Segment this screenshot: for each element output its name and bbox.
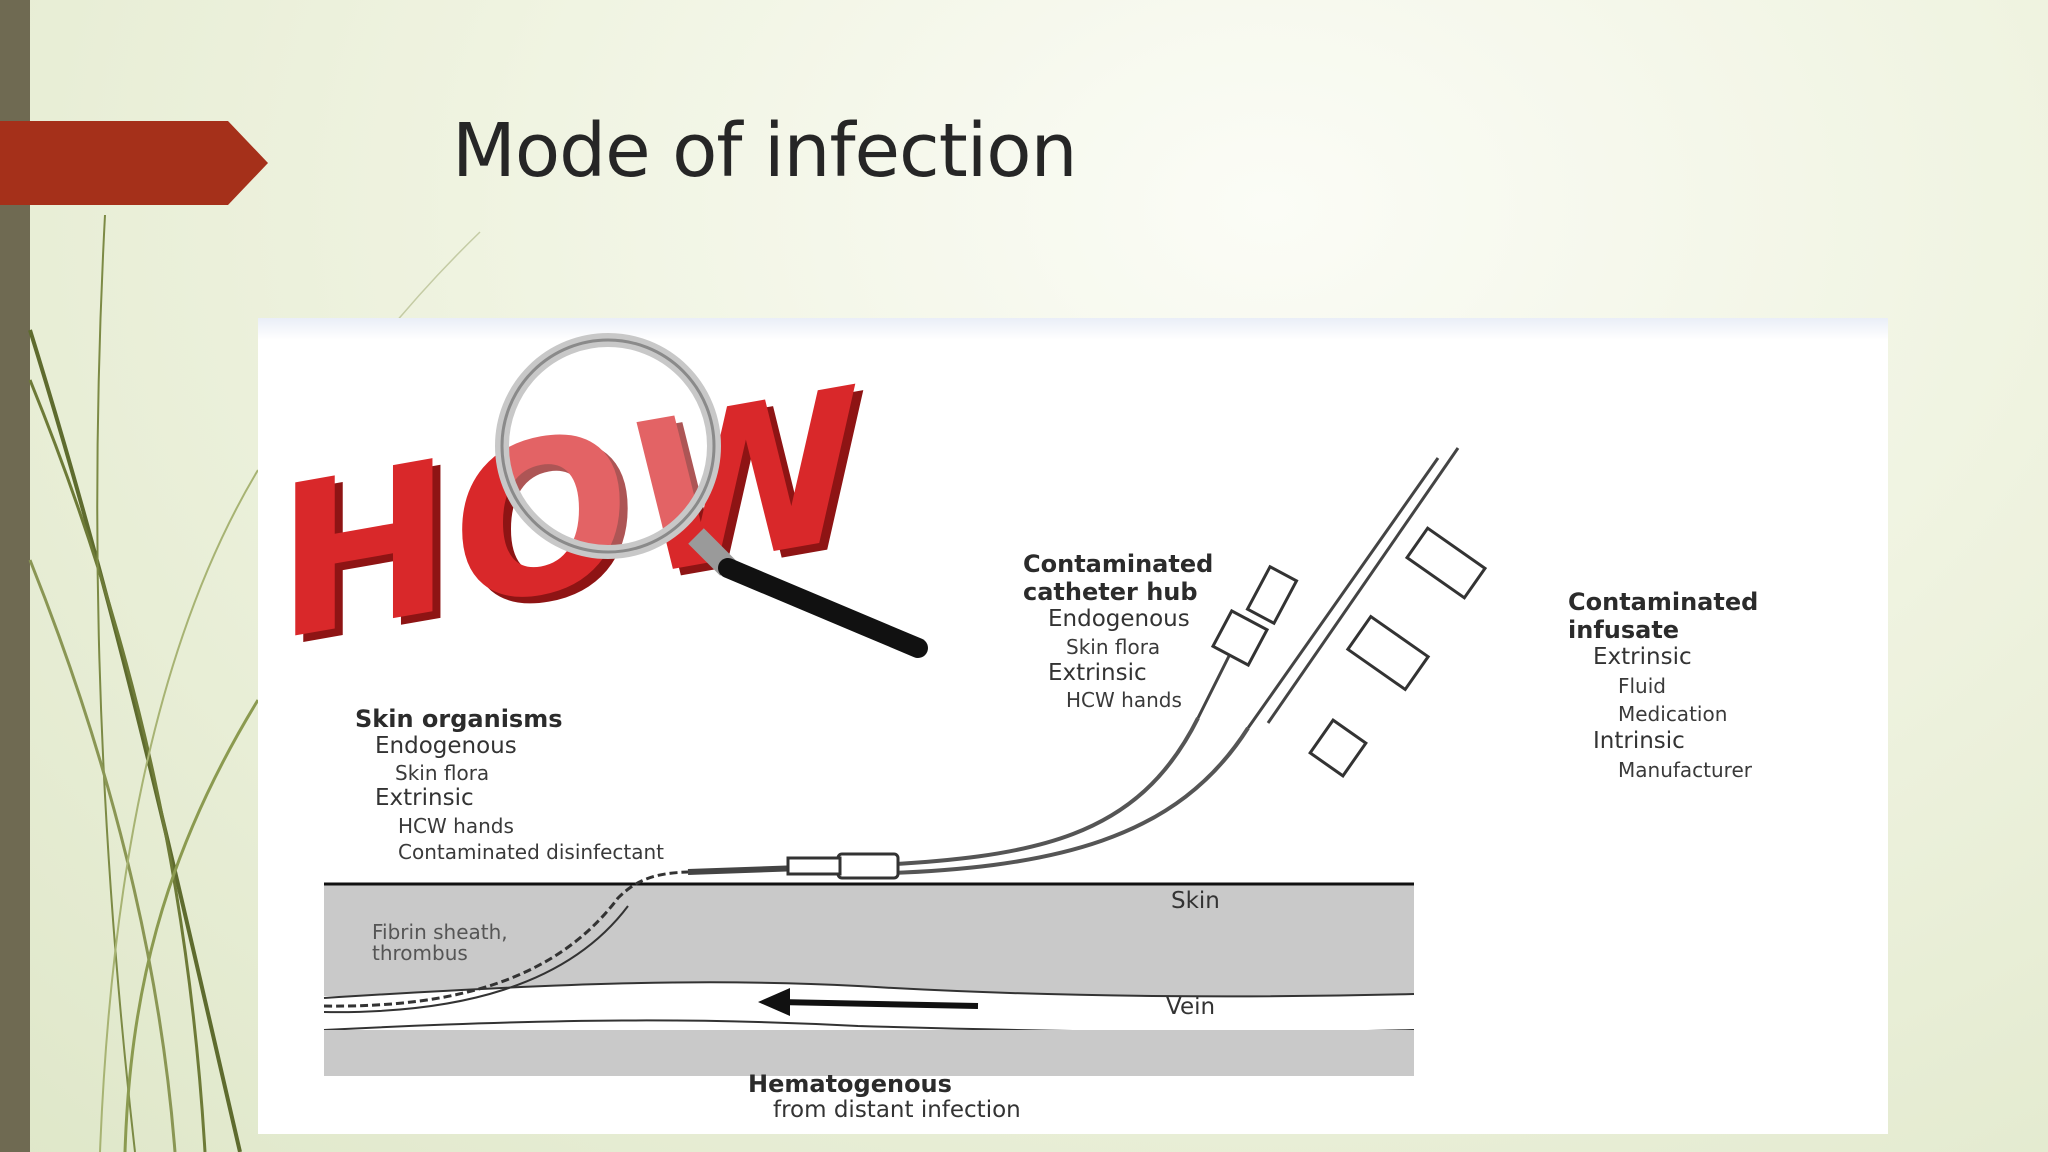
skin-organisms-extrinsic: Extrinsic xyxy=(375,785,474,811)
catheter-hub-heading-2: catheter hub xyxy=(1023,578,1198,606)
hematogenous-distant: from distant infection xyxy=(773,1097,1021,1123)
skin-organisms-heading: Skin organisms xyxy=(355,705,563,733)
title-accent-arrow xyxy=(0,121,268,205)
catheter-hub-extrinsic: Extrinsic xyxy=(1048,660,1147,686)
infusate-intrinsic: Intrinsic xyxy=(1593,728,1685,754)
skin-label: Skin xyxy=(1171,888,1220,914)
infusate-heading-1: Contaminated xyxy=(1568,588,1759,616)
diagram-graphics: HOW HOW xyxy=(258,318,1888,1076)
skin-organisms-disinfectant: Contaminated disinfectant xyxy=(398,840,665,864)
catheter-hub-heading-1: Contaminated xyxy=(1023,550,1214,578)
catheter-hub-icon xyxy=(786,526,1488,880)
infusate-manufacturer: Manufacturer xyxy=(1618,758,1752,782)
slide-title: Mode of infection xyxy=(452,108,1077,194)
fibrin-label-1: Fibrin sheath, xyxy=(372,920,508,944)
fibrin-label-2: thrombus xyxy=(372,941,468,965)
infusate-heading-2: infusate xyxy=(1568,616,1680,644)
skin-organisms-hcw-hands: HCW hands xyxy=(398,814,514,838)
infusate-fluid: Fluid xyxy=(1618,674,1666,698)
magnifier-icon xyxy=(495,333,928,658)
catheter-hub-endogenous: Endogenous xyxy=(1048,606,1190,632)
hematogenous-heading: Hematogenous xyxy=(748,1070,952,1098)
catheter-hub-hcw-hands: HCW hands xyxy=(1066,688,1182,712)
infusate-medication: Medication xyxy=(1618,702,1728,726)
skin-organisms-skin-flora: Skin flora xyxy=(395,761,490,785)
infusate-extrinsic: Extrinsic xyxy=(1593,644,1692,670)
skin-organisms-endogenous: Endogenous xyxy=(375,733,517,759)
vein-label: Vein xyxy=(1166,994,1216,1020)
tissue-cross-section xyxy=(323,882,1415,1076)
catheter-hub-skin-flora: Skin flora xyxy=(1066,635,1161,659)
infection-diagram: HOW HOW xyxy=(258,318,1888,1134)
